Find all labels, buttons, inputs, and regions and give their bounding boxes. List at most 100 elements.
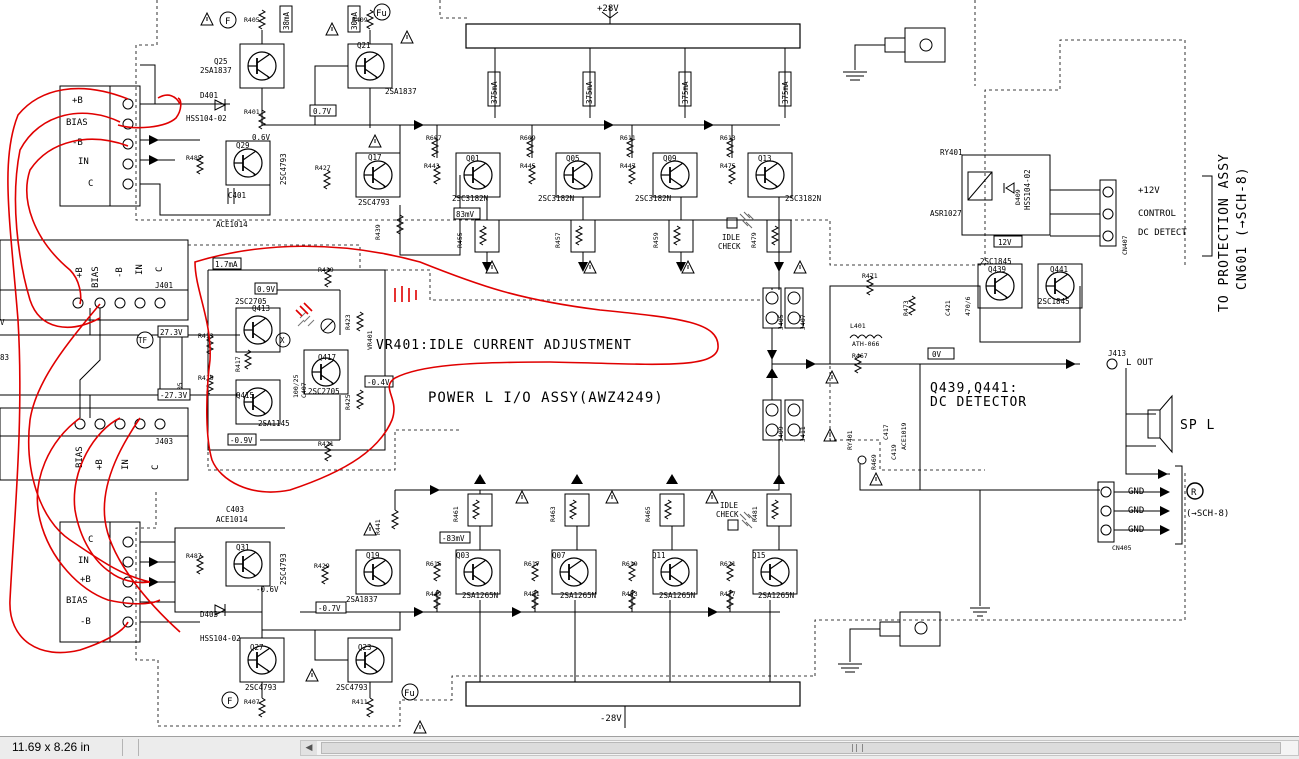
svg-text:ACE1014: ACE1014 (216, 515, 248, 524)
svg-text:R445: R445 (520, 162, 536, 170)
svg-text:2SC3182N: 2SC3182N (785, 194, 821, 203)
svg-text:C403: C403 (226, 505, 244, 514)
svg-text:2SA1265N: 2SA1265N (758, 591, 794, 600)
svg-text:HSS104-02: HSS104-02 (200, 634, 241, 643)
svg-text:2SA1837: 2SA1837 (200, 66, 232, 75)
svg-text:GND: GND (1128, 525, 1144, 535)
svg-text:R409: R409 (352, 16, 368, 24)
svg-text:J405: J405 (777, 314, 785, 330)
svg-text:R457: R457 (554, 232, 562, 248)
svg-text:R607: R607 (426, 134, 442, 142)
horizontal-scrollbar[interactable]: ◀ (300, 740, 1299, 756)
svg-text:27.3V: 27.3V (160, 328, 183, 337)
transistor-q13: Q13 2SC3182N (747, 152, 821, 203)
svg-text:R613: R613 (720, 134, 736, 142)
svg-text:Q417: Q417 (318, 353, 336, 362)
transistor-q23: Q23 2SC4793 (336, 637, 393, 692)
svg-text:R405: R405 (244, 16, 260, 24)
board-outline (135, 0, 1186, 727)
svg-text:R451: R451 (524, 590, 540, 598)
transistor-q01: Q01 2SC3182N (452, 152, 501, 203)
capacitor-c401: C401 ACE1014 (216, 188, 248, 229)
output-jack: J413 L OUT SP L (1106, 349, 1215, 479)
svg-text:C421: C421 (944, 300, 952, 316)
svg-text:R487: R487 (186, 552, 202, 560)
connector-j401: +B BIAS -B IN C J401 (0, 239, 189, 321)
svg-text:+B: +B (80, 575, 91, 585)
svg-text:R419: R419 (318, 266, 334, 274)
transistor-q439: 2SC1845 Q439 (977, 257, 1023, 309)
svg-text:Q11: Q11 (652, 551, 666, 560)
svg-text:Q17: Q17 (368, 153, 382, 162)
heatsink-bottom (838, 611, 941, 673)
svg-text:IN: IN (78, 556, 89, 566)
svg-text:R459: R459 (652, 232, 660, 248)
svg-text:BIAS: BIAS (91, 266, 101, 288)
relay-ry401: RY401 ASR1027 D409 HSS104-02 (930, 148, 1100, 237)
svg-text:SP L: SP L (1180, 418, 1215, 433)
svg-text:R621: R621 (720, 560, 736, 568)
svg-text:2SC3182N: 2SC3182N (538, 194, 574, 203)
svg-text:X: X (280, 336, 285, 345)
red-markup (7, 87, 719, 654)
schematic-drawing: +28V -28V 375mA 375mA 375mA 375mA 38mA 3… (0, 0, 1250, 734)
svg-text:CN405: CN405 (1112, 544, 1132, 552)
jumpers: J405 J407 J409 J411 (762, 287, 1080, 442)
svg-text:-0.9V: -0.9V (230, 436, 253, 445)
svg-text:C401: C401 (228, 191, 246, 200)
svg-text:2SC4793: 2SC4793 (245, 683, 277, 692)
svg-text:BIAS: BIAS (66, 118, 88, 128)
svg-text:+B: +B (75, 267, 85, 278)
idle-check-bottom: IDLE CHECK (716, 501, 755, 531)
idle-check-top: IDLE CHECK (718, 211, 755, 251)
svg-text:BIAS: BIAS (75, 446, 85, 468)
svg-text:R: R (1191, 488, 1197, 498)
svg-text:+B: +B (72, 96, 83, 106)
svg-text:HSS104-02: HSS104-02 (186, 114, 227, 123)
svg-text:ACE1019: ACE1019 (900, 423, 908, 450)
emitter-resistors-bottom: R461 R463 R465 R481 (452, 474, 792, 527)
status-bar: 11.69 x 8.26 in ◀ (0, 736, 1299, 759)
svg-text:IDLE: IDLE (722, 233, 741, 242)
document-viewport[interactable]: +28V -28V 375mA 375mA 375mA 375mA 38mA 3… (0, 0, 1299, 736)
svg-text:DC DETECT: DC DETECT (1138, 228, 1187, 238)
svg-text:C: C (155, 267, 165, 272)
svg-text:R469: R469 (870, 454, 878, 470)
voltage-labels-bottom: -0.6V -0.7V -83mV (256, 531, 471, 614)
svg-text:R609: R609 (520, 134, 536, 142)
svg-text:VR401: VR401 (366, 330, 374, 350)
svg-text:38mA: 38mA (282, 11, 291, 30)
svg-text:ASR1027: ASR1027 (930, 209, 962, 218)
svg-text:R485: R485 (186, 154, 202, 162)
svg-text:TO PROTECTION ASSY: TO PROTECTION ASSY (1217, 153, 1232, 312)
svg-text:IN: IN (78, 157, 89, 167)
svg-text:J413: J413 (1108, 349, 1126, 358)
svg-text:Q27: Q27 (250, 643, 264, 652)
svg-text:C419: C419 (890, 444, 898, 460)
svg-text:-0.7V: -0.7V (318, 604, 341, 613)
fuse-marks-top: F Fu (200, 3, 883, 734)
svg-text:100/25: 100/25 (292, 374, 300, 398)
svg-text:R401: R401 (244, 108, 260, 116)
svg-text:ATH-066: ATH-066 (852, 340, 879, 348)
svg-text:J407: J407 (799, 314, 807, 330)
svg-text:2SC3182N: 2SC3182N (635, 194, 671, 203)
svg-text:Q439: Q439 (988, 265, 1006, 274)
transistor-q21: Q21 2SA1837 (347, 30, 417, 128)
status-separator (122, 739, 123, 756)
svg-text:R447: R447 (620, 162, 636, 170)
svg-text:Fu: Fu (404, 689, 415, 699)
svg-text:2SC4793: 2SC4793 (336, 683, 368, 692)
svg-text:Q19: Q19 (366, 551, 380, 560)
scrollbar-thumb[interactable] (321, 742, 1281, 754)
svg-text:Q09: Q09 (663, 154, 677, 163)
svg-text:C: C (88, 179, 93, 189)
svg-text:2SA1265N: 2SA1265N (560, 591, 596, 600)
capacitor-c403: C403 ACE1014 (216, 505, 285, 529)
svg-text:J409: J409 (777, 426, 785, 442)
svg-text:R611: R611 (620, 134, 636, 142)
scroll-left-arrow-icon[interactable]: ◀ (301, 741, 317, 755)
svg-text:J401: J401 (155, 281, 173, 290)
svg-text:Q13: Q13 (758, 154, 772, 163)
svg-text:CN407: CN407 (1121, 235, 1129, 255)
